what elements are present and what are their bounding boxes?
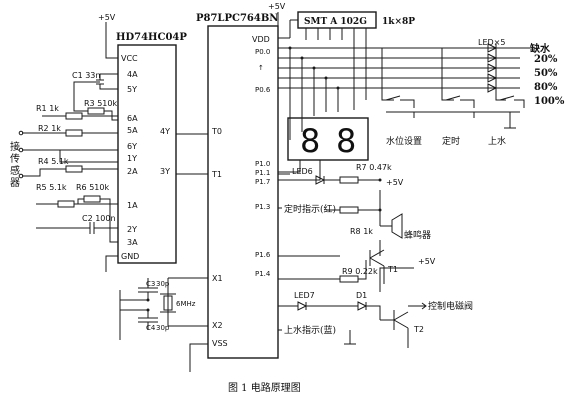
pin-1a: 1A [127, 201, 138, 210]
pin-4y: 4Y [160, 127, 170, 136]
pin-2a: 2A [127, 167, 138, 176]
pin-6y: 6Y [127, 142, 137, 151]
c3-value: 30p [156, 280, 170, 288]
vcc-d1-label: +5V [418, 257, 436, 266]
xtal-label: 6MHz [176, 300, 196, 308]
c4-value: 30p [156, 324, 170, 332]
r4-label: R4 5.1k [38, 157, 69, 166]
level-100: 100% [534, 96, 565, 107]
c3-label: C3 [146, 280, 155, 288]
led7-label: LED7 [294, 291, 315, 300]
figure-caption: 图 1 电路原理图 [228, 381, 301, 394]
r8-label: R8 1k [350, 227, 373, 236]
pin-gnd: GND [121, 252, 139, 261]
r6-label: R6 510k [76, 183, 109, 192]
pin-p11: P1.1 [255, 169, 270, 177]
sensor-label-1: 接 [10, 140, 20, 153]
vcc-r7-label: +5V [386, 178, 404, 187]
key-fill: 上水 [488, 135, 506, 147]
c2-label: C2 100n [82, 214, 116, 223]
c4-label: C4 [146, 324, 156, 332]
timer-indicator-label: 定时指示(红) [284, 203, 336, 215]
ic-hd74hc04p [117, 44, 177, 264]
pin-6a: 6A [127, 114, 138, 123]
key-timer: 定时 [442, 135, 460, 147]
t2-label: T2 [413, 325, 424, 334]
level-80: 80% [534, 82, 558, 93]
svg-text:8: 8 [336, 122, 356, 160]
r9-label: R9 0.22k [342, 267, 378, 276]
pin-p17: P1.7 [255, 178, 270, 186]
level-50: 50% [534, 68, 558, 79]
pin-4a: 4A [127, 70, 138, 79]
pin-t0: T0 [211, 127, 222, 136]
c1-label: C1 33n [72, 71, 100, 80]
pin-p06: P0.6 [255, 86, 271, 94]
led6-label: LED6 [292, 167, 313, 176]
vcc-top-label: +5V [268, 2, 286, 11]
pin-p00: P0.0 [255, 48, 270, 56]
pin-1y: 1Y [127, 154, 137, 163]
r7-label: R7 0.47k [356, 163, 392, 172]
ic-p87lpc764bn [207, 25, 279, 359]
pin-p16: P1.6 [255, 251, 271, 259]
pin-x2: X2 [212, 321, 223, 330]
resnet-label: SMT A 102G [304, 17, 367, 27]
pin-p10: P1.0 [255, 160, 270, 168]
pin-t1: T1 [211, 170, 222, 179]
vcc-left-label: +5V [98, 13, 116, 22]
r2-label: R2 1k [38, 124, 61, 133]
ic-hd74hc04p-label: HD74HC04P [116, 32, 187, 43]
pin-p13: P1.3 [255, 203, 270, 211]
pin-2y: 2Y [127, 225, 137, 234]
sensor-label-3: 感 [10, 164, 20, 177]
resnet-value: 1k×8P [382, 17, 415, 27]
r3-label: R3 510k [84, 99, 117, 108]
buzzer-label: 蜂鸣器 [404, 229, 431, 241]
d1-label: D1 [356, 291, 367, 300]
valve-label: 控制电磁阀 [428, 300, 473, 312]
pin-p14: P1.4 [255, 270, 271, 278]
svg-text:8: 8 [300, 122, 320, 160]
seven-segment-display [287, 117, 369, 161]
pin-vss: VSS [212, 339, 228, 348]
pin-vdd: VDD [252, 35, 270, 44]
pin-5a: 5A [127, 126, 138, 135]
pin-x1: X1 [212, 274, 223, 283]
pin-vcc: VCC [121, 54, 138, 63]
pin-3a: 3A [127, 238, 138, 247]
leds-label: LED×5 [478, 38, 505, 47]
r1-label: R1 1k [36, 104, 59, 113]
level-empty: 缺水 [529, 42, 551, 55]
sensor-label-2: 传 [10, 153, 20, 165]
level-20: 20% [534, 54, 558, 65]
svg-text:↑: ↑ [258, 64, 264, 72]
key-water-level: 水位设置 [386, 135, 422, 147]
pin-3y: 3Y [160, 167, 170, 176]
t1-label: T1 [387, 265, 398, 274]
sensor-label-4: 器 [10, 177, 20, 189]
pin-5y: 5Y [127, 85, 137, 94]
r5-label: R5 5.1k [36, 183, 67, 192]
fill-indicator-label: 上水指示(蓝) [284, 324, 336, 336]
mcu-label: P87LPC764BN [196, 13, 278, 24]
